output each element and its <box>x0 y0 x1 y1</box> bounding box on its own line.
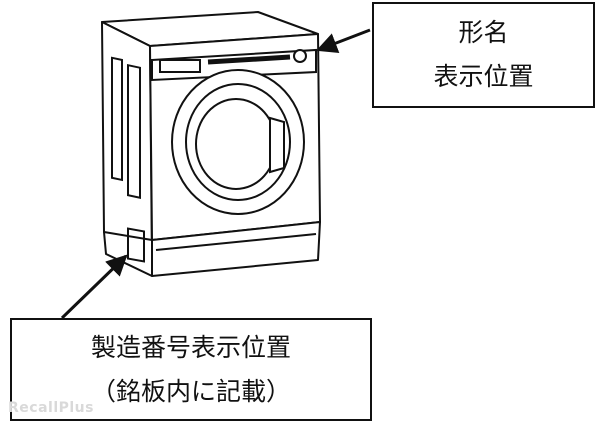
control-knob-icon <box>293 49 307 63</box>
model-label-line1: 形名 <box>458 18 509 47</box>
model-arrow <box>316 28 371 54</box>
display-strip <box>207 54 291 65</box>
serial-label-line1: 製造番号表示位置 <box>90 332 291 362</box>
model-label-line2: 表示位置 <box>433 62 534 91</box>
model-location-label: 形名 表示位置 <box>372 2 595 108</box>
detergent-drawer <box>159 59 201 73</box>
door-inner-ring <box>185 83 291 201</box>
side-slot-left <box>111 56 123 182</box>
door-outer-ring <box>171 69 305 215</box>
side-slot-right <box>127 63 141 199</box>
watermark: RecallPlus <box>8 400 94 416</box>
serial-label-line2: （銘板内に記載） <box>90 376 291 406</box>
nameplate-area <box>127 227 145 263</box>
serial-arrow <box>60 254 128 320</box>
base-line <box>155 233 317 251</box>
door-handle <box>269 116 285 174</box>
serial-location-label: 製造番号表示位置 （銘板内に記載） <box>10 318 372 421</box>
